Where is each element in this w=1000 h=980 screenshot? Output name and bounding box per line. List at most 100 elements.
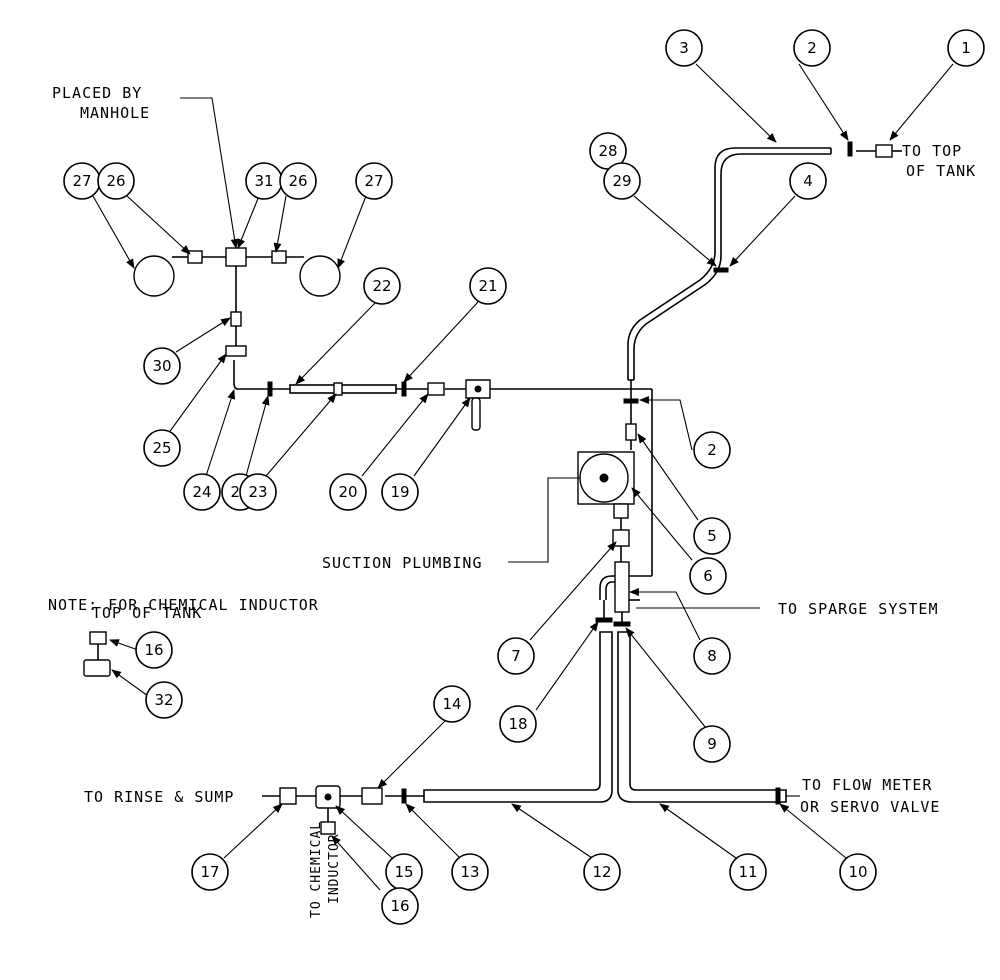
svg-text:12: 12 (592, 863, 611, 881)
svg-text:32: 32 (154, 691, 173, 709)
leader-24 (205, 389, 236, 477)
svg-text:30: 30 (152, 357, 171, 375)
elbow-18-b (605, 581, 615, 600)
label-suction: SUCTION PLUMBING (322, 554, 483, 572)
callout-13: 13 (451, 853, 489, 891)
callout-29: 29 (603, 162, 641, 200)
valve-19-stem (474, 385, 482, 393)
clamp-2-top (847, 141, 853, 157)
leader-4 (729, 195, 796, 267)
leader-suction (508, 477, 580, 563)
callout-20: 20 (329, 473, 367, 511)
elbow-24 (233, 360, 244, 390)
leader-23 (265, 393, 337, 477)
callout-32: 32 (145, 681, 183, 719)
svg-text:4: 4 (803, 172, 813, 190)
callout-2: 2 (793, 29, 831, 67)
leader-5 (637, 433, 699, 521)
leader-1 (889, 63, 954, 141)
elbow-18-a (599, 575, 615, 600)
leader-15 (335, 805, 393, 859)
callout-8: 8 (693, 637, 731, 675)
leader-14 (377, 719, 447, 789)
clamp-10 (775, 787, 781, 805)
callout-3: 3 (665, 29, 703, 67)
leader-2a (798, 63, 849, 141)
leader-27a (92, 195, 135, 269)
svg-text:9: 9 (707, 735, 717, 753)
callout-5: 5 (693, 517, 731, 555)
label-placed-by-1: PLACED BY (52, 84, 142, 102)
callouts: 1 2 3 28 29 4 27 26 31 26 27 22 21 30 25… (63, 29, 985, 925)
leader-20 (361, 393, 429, 477)
leader-placed-by (180, 97, 239, 249)
fitting-5 (625, 423, 637, 441)
leader-3 (695, 63, 777, 143)
leader-26a (126, 195, 191, 255)
callout-16-bottom: 16 (381, 887, 419, 925)
leader-9 (625, 627, 707, 729)
leader-26b (273, 195, 287, 253)
svg-text:15: 15 (394, 863, 413, 881)
label-to-top-2: OF TANK (906, 162, 976, 180)
svg-text:10: 10 (848, 863, 867, 881)
label-to-top-1: TO TOP (902, 142, 962, 160)
manifold-8 (614, 561, 630, 613)
callout-28: 28 (589, 132, 627, 170)
pump-6-shaft (599, 473, 609, 483)
leader-13 (405, 803, 461, 859)
callout-27-left: 27 (63, 162, 101, 200)
svg-text:19: 19 (390, 483, 409, 501)
svg-text:25: 25 (152, 439, 171, 457)
callout-14: 14 (433, 685, 471, 723)
svg-text:20: 20 (338, 483, 357, 501)
leader-16b (331, 835, 381, 891)
label-note-1: NOTE: FOR CHEMICAL INDUCTOR (48, 596, 319, 614)
svg-text:5: 5 (707, 527, 717, 545)
callout-23-final: 23 (239, 473, 277, 511)
clamp-21-right (401, 381, 407, 397)
clamp-21-left (267, 381, 273, 397)
svg-text:3: 3 (679, 39, 689, 57)
fitting-7 (612, 529, 630, 547)
fitting-1 (875, 144, 893, 158)
callout-4: 4 (789, 162, 827, 200)
fitting-14 (361, 787, 383, 805)
leader-8 (629, 588, 701, 641)
leader-2b (639, 396, 693, 451)
leader-32 (111, 669, 149, 697)
label-placed-by-2: MANHOLE (80, 104, 150, 122)
callout-26-left: 26 (97, 162, 135, 200)
svg-text:11: 11 (738, 863, 757, 881)
callout-19: 19 (381, 473, 419, 511)
callout-1: 1 (947, 29, 985, 67)
svg-text:23: 23 (248, 483, 267, 501)
leader-21a (403, 301, 479, 383)
callout-16-note: 16 (135, 631, 173, 669)
svg-text:29: 29 (612, 172, 631, 190)
callout-9: 9 (693, 725, 731, 763)
label-chem-2: INDUCTOR (327, 833, 342, 904)
hose-11 (617, 631, 787, 803)
tee-31 (225, 247, 247, 267)
leader-22 (295, 301, 377, 385)
fitting-30 (230, 311, 242, 327)
clamp-2-mid (623, 398, 639, 404)
svg-text:18: 18 (508, 715, 527, 733)
float-27-left (133, 255, 175, 297)
callout-26-right: 26 (279, 162, 317, 200)
label-note-2: TOP OF TANK (92, 604, 202, 622)
pump-6-outlet (613, 503, 629, 519)
leader-25 (167, 353, 227, 435)
svg-text:2: 2 (807, 39, 817, 57)
callout-11: 11 (729, 853, 767, 891)
fitting-25 (225, 345, 247, 357)
callout-2-mid: 2 (693, 431, 731, 469)
fitting-16-bottom (320, 821, 336, 835)
label-chem-1: TO CHEMICAL (309, 821, 324, 918)
svg-text:14: 14 (442, 695, 461, 713)
fitting-32-note (83, 659, 111, 677)
text-labels: PLACED BY MANHOLE TO TOP OF TANK SUCTION… (48, 84, 976, 918)
callout-31: 31 (245, 162, 283, 200)
